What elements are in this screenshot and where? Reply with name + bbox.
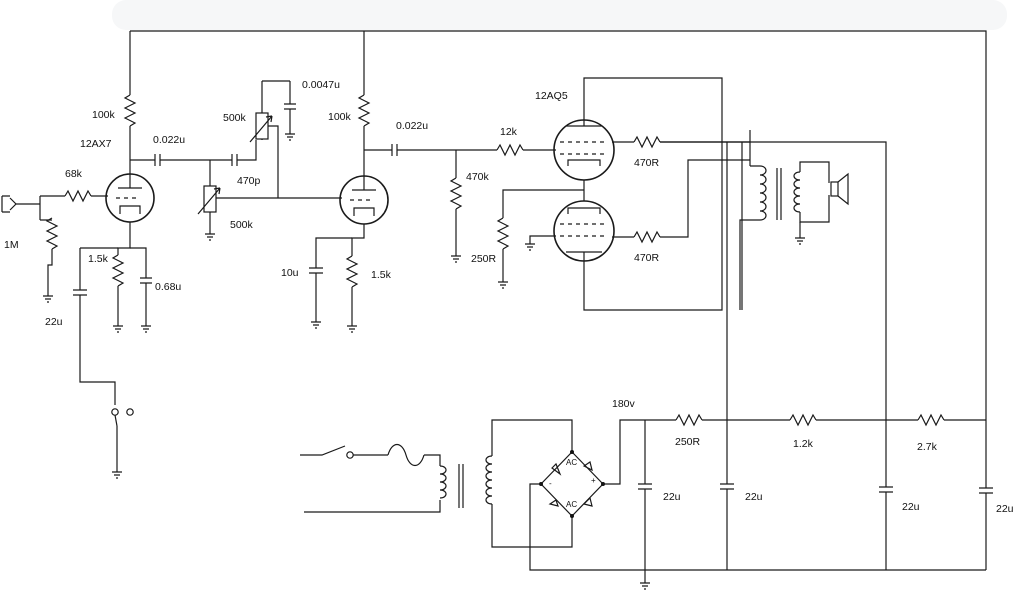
label-minus: - — [549, 479, 552, 488]
label-500k-volume: 500k — [230, 219, 254, 231]
ground-symbol-4 — [112, 471, 122, 479]
resistor-2k7-supply — [917, 413, 945, 427]
capacitor-0022u-2 — [391, 144, 398, 156]
resistor-100k-1 — [123, 94, 137, 127]
label-470k: 470k — [466, 171, 490, 183]
label-2k7-supply: 2.7k — [917, 441, 938, 453]
capacitor-470p — [231, 154, 238, 166]
output-transformer — [759, 165, 801, 221]
resistor-470r-lower — [633, 230, 661, 244]
label-22u-3: 22u — [745, 491, 763, 503]
capacitor-22u-5 — [979, 487, 993, 494]
label-22u-2: 22u — [663, 491, 681, 503]
ground-symbol-3 — [141, 325, 151, 333]
label-00047u: 0.0047u — [302, 79, 340, 91]
resistor-470k — [449, 177, 463, 210]
capacitor-22u-2 — [638, 483, 652, 490]
label-12k: 12k — [500, 126, 518, 138]
label-0022u-1: 0.022u — [153, 134, 185, 146]
capacitor-0022u-1 — [154, 154, 161, 166]
label-1k5-1: 1.5k — [88, 253, 109, 265]
resistor-12k — [496, 143, 524, 157]
label-68k: 68k — [65, 168, 83, 180]
resistor-1k2-supply — [789, 413, 817, 427]
label-470r-upper: 470R — [634, 157, 660, 169]
ground-symbol-8 — [311, 321, 321, 329]
label-22u-4: 22u — [902, 501, 920, 513]
label-500k-tone: 500k — [223, 112, 247, 124]
potentiometer-500k-tone — [249, 112, 273, 143]
label-470p: 470p — [237, 175, 261, 187]
label-1k2-supply: 1.2k — [793, 438, 814, 450]
ground-symbol-5 — [205, 233, 215, 241]
power-transformer — [439, 455, 493, 508]
bright-switch — [111, 408, 134, 472]
resistor-250r-bias — [496, 217, 510, 250]
label-10u: 10u — [281, 267, 299, 279]
ground-symbol-7 — [347, 325, 357, 333]
label-1k5-2: 1.5k — [371, 269, 392, 281]
label-470r-lower: 470R — [634, 252, 660, 264]
resistor-100k-2 — [357, 94, 371, 127]
label-250r-bias: 250R — [471, 253, 497, 265]
resistor-250r-supply — [675, 413, 703, 427]
ground-symbol-2 — [113, 325, 123, 333]
label-0022u-2: 0.022u — [396, 120, 428, 132]
input-jack — [1, 195, 40, 213]
ground-symbol-13 — [640, 582, 650, 590]
label-plus: + — [591, 476, 596, 485]
capacitor-068u — [140, 277, 152, 284]
ground-symbol-9 — [451, 255, 461, 263]
label-100k-2: 100k — [328, 111, 352, 123]
tube-12aq5-lower — [553, 200, 615, 262]
ground-symbol-11 — [498, 281, 508, 289]
resistor-1k5-2 — [345, 255, 359, 288]
capacitor-22u-4 — [879, 486, 893, 493]
capacitor-10u — [309, 267, 323, 274]
resistor-68k — [64, 189, 92, 203]
label-12aq5: 12AQ5 — [535, 90, 568, 102]
mains-switch — [300, 445, 354, 459]
ground-symbol-10 — [525, 243, 535, 251]
capacitor-22u-3 — [720, 483, 734, 490]
label-ac-top: AC — [566, 458, 577, 467]
label-068u: 0.68u — [155, 281, 181, 293]
ground-symbol-12 — [795, 237, 805, 245]
ground-symbol-1 — [43, 295, 53, 303]
capacitor-00047u — [284, 103, 296, 110]
ground-symbol-6 — [285, 133, 295, 141]
top-background-band — [112, 0, 1007, 30]
tube-12ax7-stage1 — [105, 173, 155, 223]
tube-12ax7-stage2 — [339, 175, 389, 225]
resistor-1k5-1 — [111, 254, 125, 287]
label-180v: 180v — [612, 398, 636, 410]
label-22u-1: 22u — [45, 316, 63, 328]
fuse-icon — [387, 443, 425, 467]
label-100k-1: 100k — [92, 109, 116, 121]
resistor-1m — [45, 217, 59, 250]
speaker-icon — [830, 172, 849, 206]
potentiometer-500k-volume — [197, 185, 221, 215]
label-22u-5: 22u — [996, 503, 1014, 515]
capacitor-22u-1 — [73, 289, 87, 296]
b-plus-rail — [130, 30, 987, 420]
label-ac-bottom: AC — [566, 500, 577, 509]
label-1m: 1M — [4, 239, 19, 251]
resistor-470r-upper — [633, 135, 661, 149]
label-250r-supply: 250R — [675, 436, 701, 448]
tube-12aq5-upper — [553, 119, 615, 181]
label-12ax7: 12AX7 — [80, 138, 112, 150]
